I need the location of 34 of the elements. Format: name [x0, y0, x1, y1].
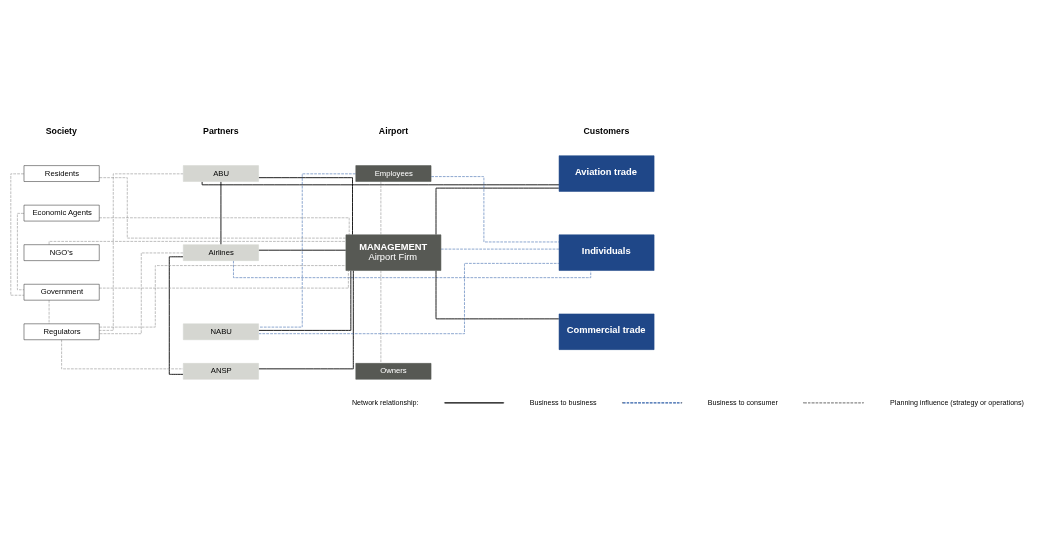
connector	[435, 270, 560, 320]
connector	[431, 176, 560, 243]
connector	[99, 252, 184, 334]
connector	[380, 270, 382, 364]
connector	[99, 265, 347, 328]
connector	[258, 270, 354, 370]
connector	[201, 181, 560, 186]
node-box: Commercial trade	[558, 313, 655, 350]
label: Airport	[378, 125, 409, 136]
connector	[48, 241, 347, 245]
connector	[17, 213, 25, 291]
label: Partners	[203, 125, 239, 136]
node-box: Individuals	[558, 234, 655, 271]
connector	[220, 181, 222, 246]
label: Society	[45, 125, 77, 136]
connector	[440, 248, 560, 250]
connector	[435, 187, 560, 236]
node-box: Aviation trade	[558, 155, 655, 192]
connector	[258, 177, 353, 236]
node-box: MANAGEMENT Airport Firm	[345, 234, 442, 271]
connector	[380, 181, 382, 235]
connector	[99, 270, 349, 289]
connector	[258, 173, 356, 328]
connector	[99, 173, 184, 331]
connector	[99, 177, 347, 239]
label: Customers	[583, 125, 630, 136]
connector	[258, 249, 347, 251]
connector	[258, 270, 352, 331]
connector	[61, 339, 184, 370]
connector	[10, 173, 25, 296]
connector	[99, 217, 350, 235]
connector	[48, 299, 50, 325]
connector	[168, 256, 184, 375]
connector	[258, 263, 560, 334]
